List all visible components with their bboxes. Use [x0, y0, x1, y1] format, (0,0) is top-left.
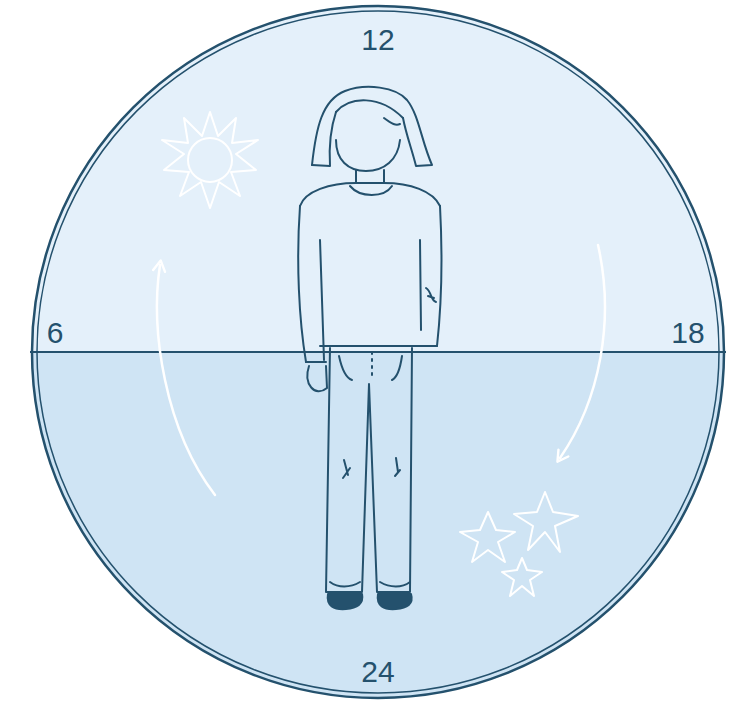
hour-number: 12 [361, 25, 394, 55]
sun-symbol [162, 112, 258, 208]
hour-number: 18 [671, 318, 704, 348]
clock-rim [32, 6, 724, 698]
hour-number: 6 [47, 318, 64, 348]
day-half [0, 0, 730, 352]
sunrise-arrow [157, 265, 215, 495]
clock-rim-inner [37, 11, 719, 693]
stars-symbol [460, 492, 578, 596]
horizon-line [30, 351, 726, 353]
hour-number: 24 [361, 657, 394, 687]
person-figure [298, 87, 441, 609]
sunset-arrow [560, 245, 605, 458]
